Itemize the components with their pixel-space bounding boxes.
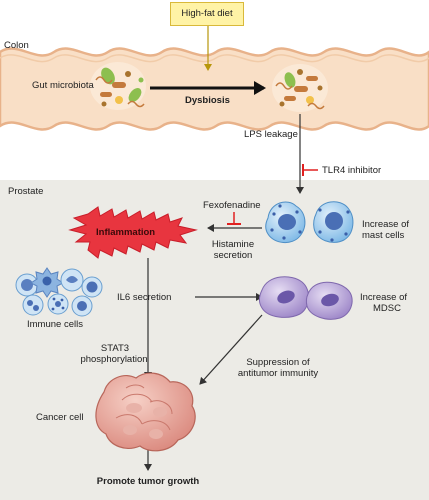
inflammation-label: Inflammation — [96, 227, 156, 238]
tumor-growth-label: Promote tumor growth — [96, 476, 200, 487]
histamine-label-line2: secretion — [213, 250, 253, 261]
mdsc-label-line2: MDSC — [373, 303, 401, 314]
il6-secretion-label: IL6 secretion — [117, 292, 172, 303]
high-fat-diet-box: High-fat diet — [170, 2, 244, 26]
prostate-label: Prostate — [8, 186, 44, 197]
gut-microbiota-label: Gut microbiota — [32, 80, 94, 91]
fexofenadine-inhibitor-bar — [227, 212, 241, 225]
mdsc-label-line1: Increase of — [360, 292, 407, 303]
prostate-region — [0, 180, 429, 500]
stat3-label-line2: phosphorylation — [80, 354, 148, 365]
cancer-cell-label: Cancer cell — [36, 412, 84, 423]
mast-cells — [265, 201, 354, 243]
tlr4-inhibitor-bar — [302, 164, 318, 176]
colon-label: Colon — [4, 40, 29, 51]
dysbiosis-label: Dysbiosis — [185, 95, 230, 106]
cancer-cell-cluster — [95, 372, 196, 452]
histamine-label-line1: Histamine — [211, 239, 255, 250]
inflammation-burst — [68, 206, 198, 259]
mast-cells-label-line2: mast cells — [362, 230, 405, 241]
microbiota-cluster-left — [90, 62, 146, 110]
immune-cells — [15, 267, 103, 317]
lps-leakage-label: LPS leakage — [244, 129, 298, 140]
mdsc-cells — [258, 276, 353, 320]
suppression-label-line2: antitumor immunity — [237, 368, 319, 379]
tlr4-inhibitor-label: TLR4 inhibitor — [322, 165, 382, 176]
suppression-arrow — [199, 314, 263, 385]
fexofenadine-label: Fexofenadine — [203, 200, 261, 211]
suppression-label-line1: Suppression of — [246, 357, 310, 368]
immune-cells-label: Immune cells — [27, 319, 83, 330]
microbiota-cluster-right — [272, 64, 328, 112]
mast-cells-label-line1: Increase of — [362, 219, 409, 230]
stat3-label-line1: STAT3 — [100, 343, 130, 354]
